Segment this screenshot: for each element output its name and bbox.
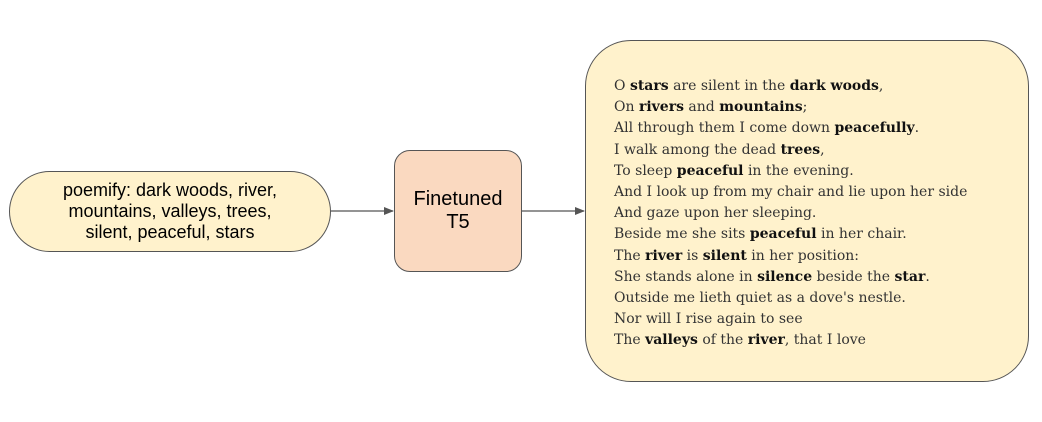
- poem-keyword: silent: [702, 247, 747, 264]
- poem-segment: All through them I come down: [614, 120, 835, 137]
- input-prompt-text: poemify: dark woods, river, mountains, v…: [62, 180, 278, 242]
- output-poem-node: O stars are silent in the dark woods,On …: [585, 40, 1029, 382]
- model-node: Finetuned T5: [394, 150, 522, 272]
- poem-keyword: star: [894, 268, 926, 285]
- poem-segment: ,: [820, 141, 825, 158]
- poem-line: O stars are silent in the dark woods,: [614, 76, 967, 97]
- poem-segment: And gaze upon her sleeping.: [614, 205, 817, 222]
- poem-line: The river is silent in her position:: [614, 246, 967, 267]
- poem-segment: O: [614, 78, 630, 94]
- poem-segment: , that I love: [784, 332, 866, 349]
- poem-keyword: valleys: [645, 332, 698, 349]
- poem-segment: I walk among the dead: [614, 141, 781, 158]
- poem-line: The valleys of the river, that I love: [614, 330, 967, 351]
- poem-keyword: dark woods: [789, 78, 879, 94]
- poem-segment: beside the: [812, 268, 895, 285]
- poem-line: To sleep peaceful in the evening.: [614, 161, 967, 182]
- poem-segment: .: [925, 268, 930, 285]
- poem-keyword: river: [747, 332, 785, 349]
- poem-line: And I look up from my chair and lie upon…: [614, 182, 967, 203]
- poem-segment: is: [682, 247, 703, 264]
- poem-segment: ;: [802, 99, 808, 116]
- poem-line: And gaze upon her sleeping.: [614, 203, 967, 224]
- poem-segment: And I look up from my chair and lie upon…: [614, 184, 968, 201]
- poem-segment: On: [614, 99, 639, 116]
- poem-line: She stands alone in silence beside the s…: [614, 267, 967, 288]
- poem-keyword: mountains: [719, 99, 803, 116]
- poem-segment: To sleep: [614, 162, 677, 179]
- poem-segment: in her chair.: [816, 226, 907, 243]
- poem-segment: are silent in the: [668, 78, 790, 94]
- poem-keyword: rivers: [638, 99, 684, 116]
- poem-segment: and: [683, 99, 720, 116]
- poem-keyword: peaceful: [749, 226, 817, 243]
- poem-segment: The: [614, 247, 646, 264]
- input-prompt-node: poemify: dark woods, river, mountains, v…: [9, 171, 331, 252]
- poem-segment: The: [614, 332, 646, 349]
- poem-segment: ,: [878, 78, 884, 94]
- poem-line: Nor will I rise again to see: [614, 309, 967, 330]
- poem-segment: Outside me lieth quiet as a dove's nestl…: [614, 290, 906, 307]
- poem-line: Outside me lieth quiet as a dove's nestl…: [614, 288, 967, 309]
- poem-segment: in the evening.: [743, 162, 854, 179]
- poem-segment: in her position:: [746, 247, 860, 264]
- poem-segment: Beside me she sits: [614, 226, 750, 243]
- poem-keyword: river: [645, 247, 683, 264]
- model-label: Finetuned T5: [413, 188, 503, 233]
- poem-line: All through them I come down peacefully.: [614, 118, 967, 139]
- poem-segment: .: [914, 120, 920, 137]
- poem-keyword: trees: [780, 141, 821, 158]
- poem-keyword: peaceful: [676, 162, 744, 179]
- poem-keyword: stars: [629, 78, 669, 94]
- poem-line: On rivers and mountains;: [614, 97, 967, 118]
- poem-keyword: silence: [757, 268, 813, 285]
- poem-text: O stars are silent in the dark woods,On …: [614, 76, 967, 352]
- poem-line: I walk among the dead trees,: [614, 140, 967, 161]
- poem-segment: of the: [697, 332, 748, 349]
- poem-keyword: peacefully: [834, 120, 915, 137]
- poem-segment: She stands alone in: [614, 268, 758, 285]
- poem-line: Beside me she sits peaceful in her chair…: [614, 224, 967, 245]
- poem-segment: Nor will I rise again to see: [614, 311, 803, 328]
